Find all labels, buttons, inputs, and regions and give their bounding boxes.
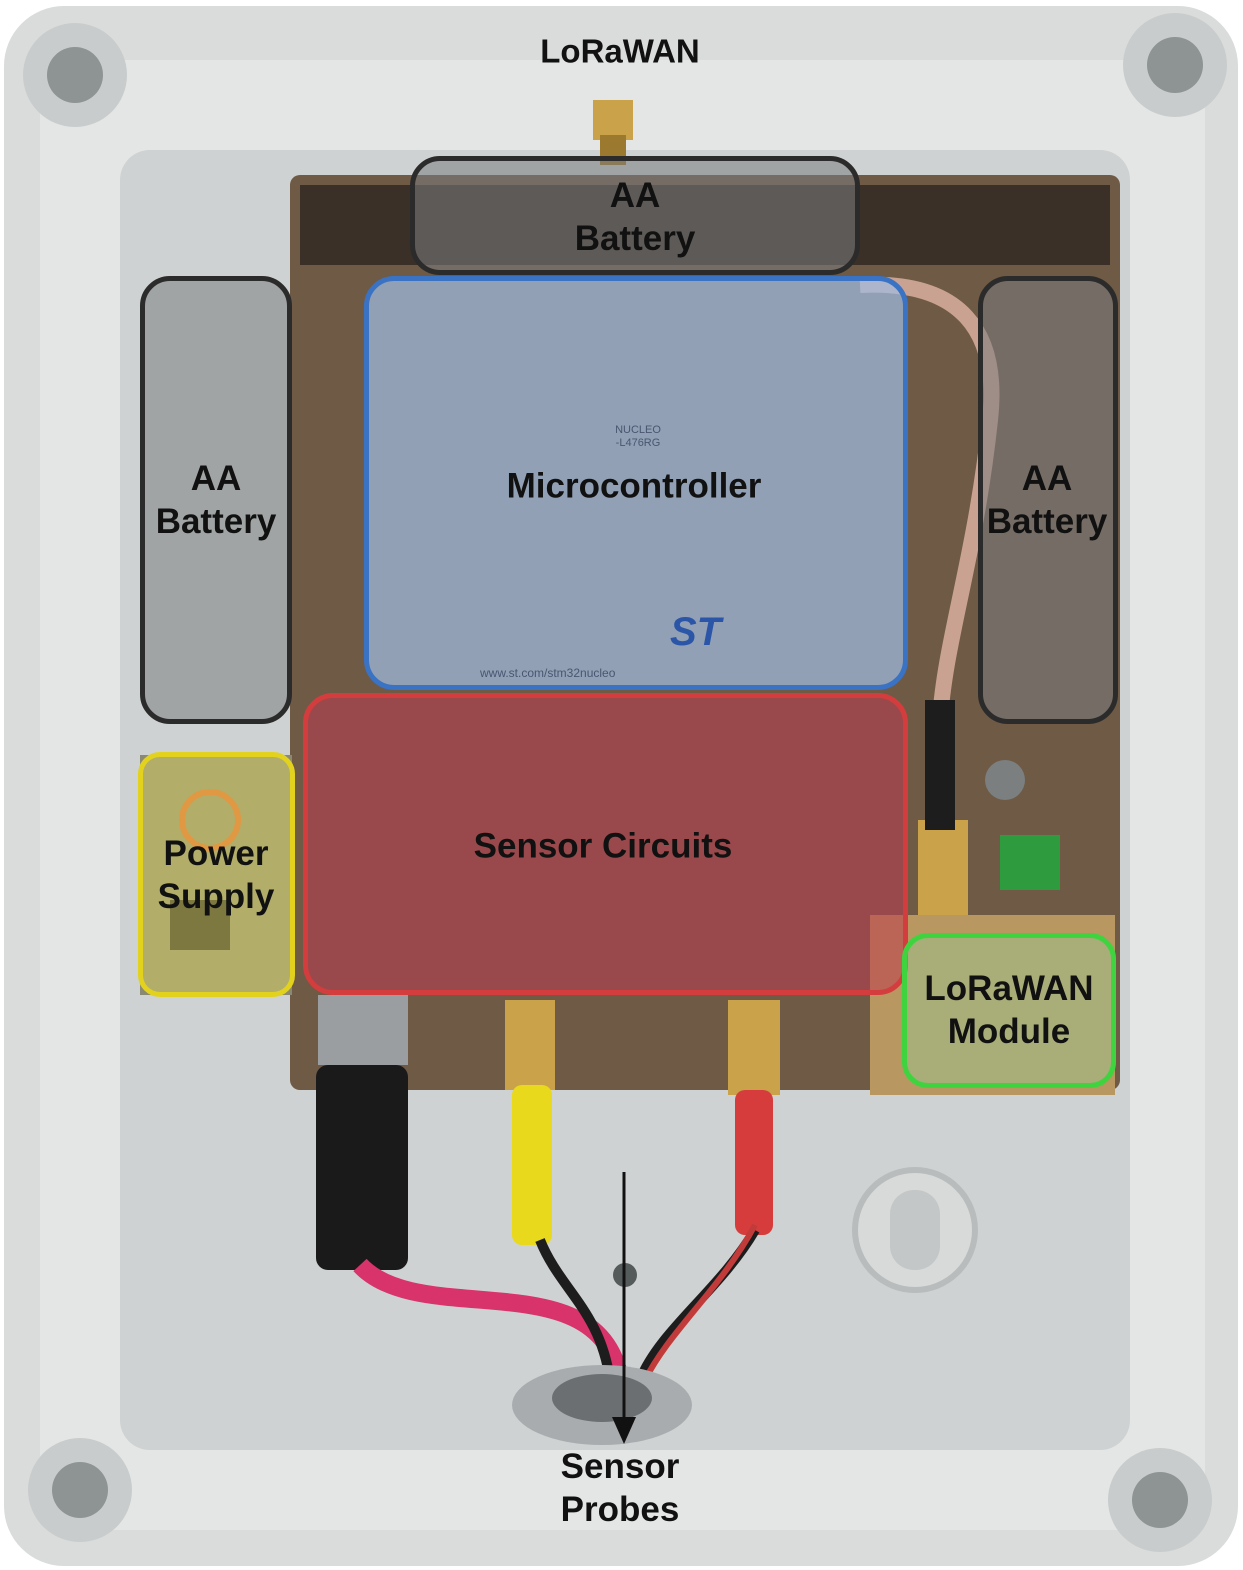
- arrow-down-icon: [612, 1417, 636, 1444]
- bnc-connector: [318, 995, 408, 1065]
- battery-left-label-line1: AA: [190, 459, 242, 498]
- battery-left-region: [140, 276, 292, 724]
- sma-probe-connector: [505, 1000, 555, 1090]
- battery-right-label-line1: AA: [1021, 459, 1073, 498]
- bnc-cable: [316, 1065, 408, 1270]
- battery-left-label: AA Battery: [156, 457, 277, 543]
- lorawan-module-label-line1: LoRaWAN: [924, 969, 1094, 1008]
- sensor-probes-label: Sensor Probes: [561, 1445, 680, 1531]
- sma-connector: [918, 820, 968, 920]
- probe-arrow: [612, 1172, 636, 1444]
- battery-right-region: [978, 276, 1118, 724]
- power-supply-label-line2: Supply: [157, 877, 275, 916]
- corner-screw-icon: [1147, 37, 1203, 93]
- corner-screw-icon: [52, 1462, 108, 1518]
- battery-top-label-line2: Battery: [574, 219, 696, 258]
- battery-top-region: [410, 156, 860, 275]
- battery-left-label-line2: Battery: [155, 502, 277, 541]
- lorawan-module-label: LoRaWAN Module: [924, 967, 1093, 1053]
- lorawan-module-label-line2: Module: [947, 1012, 1071, 1051]
- yellow-heatshrink: [512, 1085, 552, 1245]
- nucleo-board-print: NUCLEO -L476RG: [598, 424, 678, 450]
- terminal-block: [1000, 835, 1060, 890]
- nucleo-print-line2: -L476RG: [615, 437, 661, 449]
- nucleo-url-print: www.st.com/stm32nucleo: [480, 666, 616, 680]
- sensor-circuits-region: [303, 693, 908, 995]
- black-wire: [535, 1238, 615, 1381]
- corner-screw-icon: [47, 47, 103, 103]
- battery-top-label-line1: AA: [609, 176, 661, 215]
- nucleo-print-line1: NUCLEO: [615, 424, 661, 436]
- sensor-probes-label-line1: Sensor: [560, 1447, 680, 1486]
- sma-probe-connector: [728, 1000, 780, 1095]
- antenna-connector: [593, 100, 633, 140]
- battery-right-label-line2: Battery: [986, 502, 1108, 541]
- power-supply-region: [138, 752, 295, 997]
- sensor-circuits-label: Sensor Circuits: [473, 826, 733, 866]
- power-supply-label: Power Supply: [158, 832, 275, 918]
- lorawan-module-region: [902, 933, 1116, 1088]
- power-supply-label-line1: Power: [163, 834, 269, 873]
- st-logo: ST: [670, 610, 722, 654]
- corner-screw-icon: [1132, 1472, 1188, 1528]
- lorawan-antenna-label: LoRaWAN: [540, 32, 700, 70]
- microcontroller-region: [364, 276, 908, 690]
- battery-top-label: AA Battery: [575, 174, 696, 260]
- battery-right-label: AA Battery: [987, 457, 1108, 543]
- sensor-probes-label-line2: Probes: [560, 1490, 680, 1529]
- red-heatshrink: [735, 1090, 773, 1235]
- red-wire: [642, 1223, 758, 1382]
- microcontroller-label: Microcontroller: [506, 466, 762, 506]
